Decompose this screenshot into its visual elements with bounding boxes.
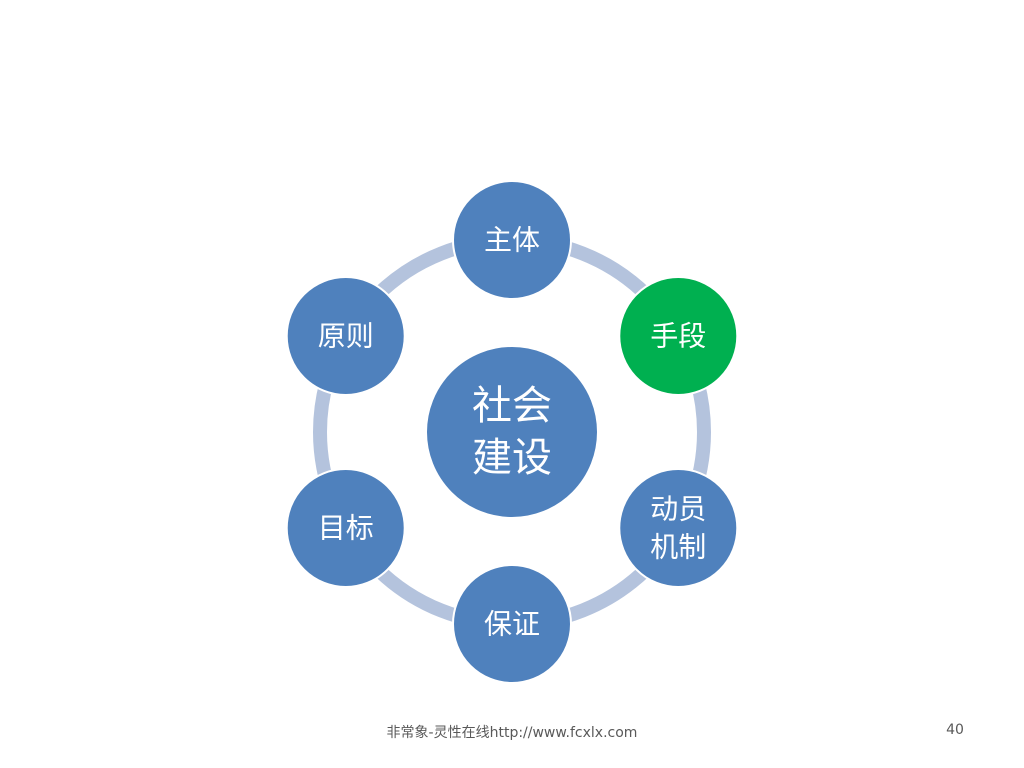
node-label: 原则 — [318, 320, 374, 353]
node-label: 动员 — [650, 493, 706, 526]
cycle-node: 原则 — [285, 276, 406, 396]
node-circle — [452, 180, 572, 300]
node-circle — [618, 468, 739, 588]
node-circle — [285, 468, 406, 588]
node-circle — [452, 564, 572, 684]
node-circle — [285, 276, 406, 396]
node-label: 社会 — [472, 383, 552, 429]
cycle-node: 保证 — [452, 564, 572, 684]
node-label: 主体 — [484, 224, 540, 257]
cycle-node: 主体 — [452, 180, 572, 300]
node-label: 建设 — [472, 435, 552, 481]
cycle-node: 目标 — [285, 468, 406, 588]
node-circle — [618, 276, 739, 396]
footer-text: 非常象-灵性在线http://www.fcxlx.com — [386, 725, 638, 741]
node-label: 保证 — [484, 608, 540, 641]
center-circle — [425, 345, 599, 519]
node-label: 机制 — [650, 531, 706, 564]
node-label: 手段 — [650, 320, 706, 353]
cycle-node: 手段 — [618, 276, 739, 396]
node-label: 目标 — [318, 512, 374, 545]
page-number: 40 — [946, 722, 964, 738]
